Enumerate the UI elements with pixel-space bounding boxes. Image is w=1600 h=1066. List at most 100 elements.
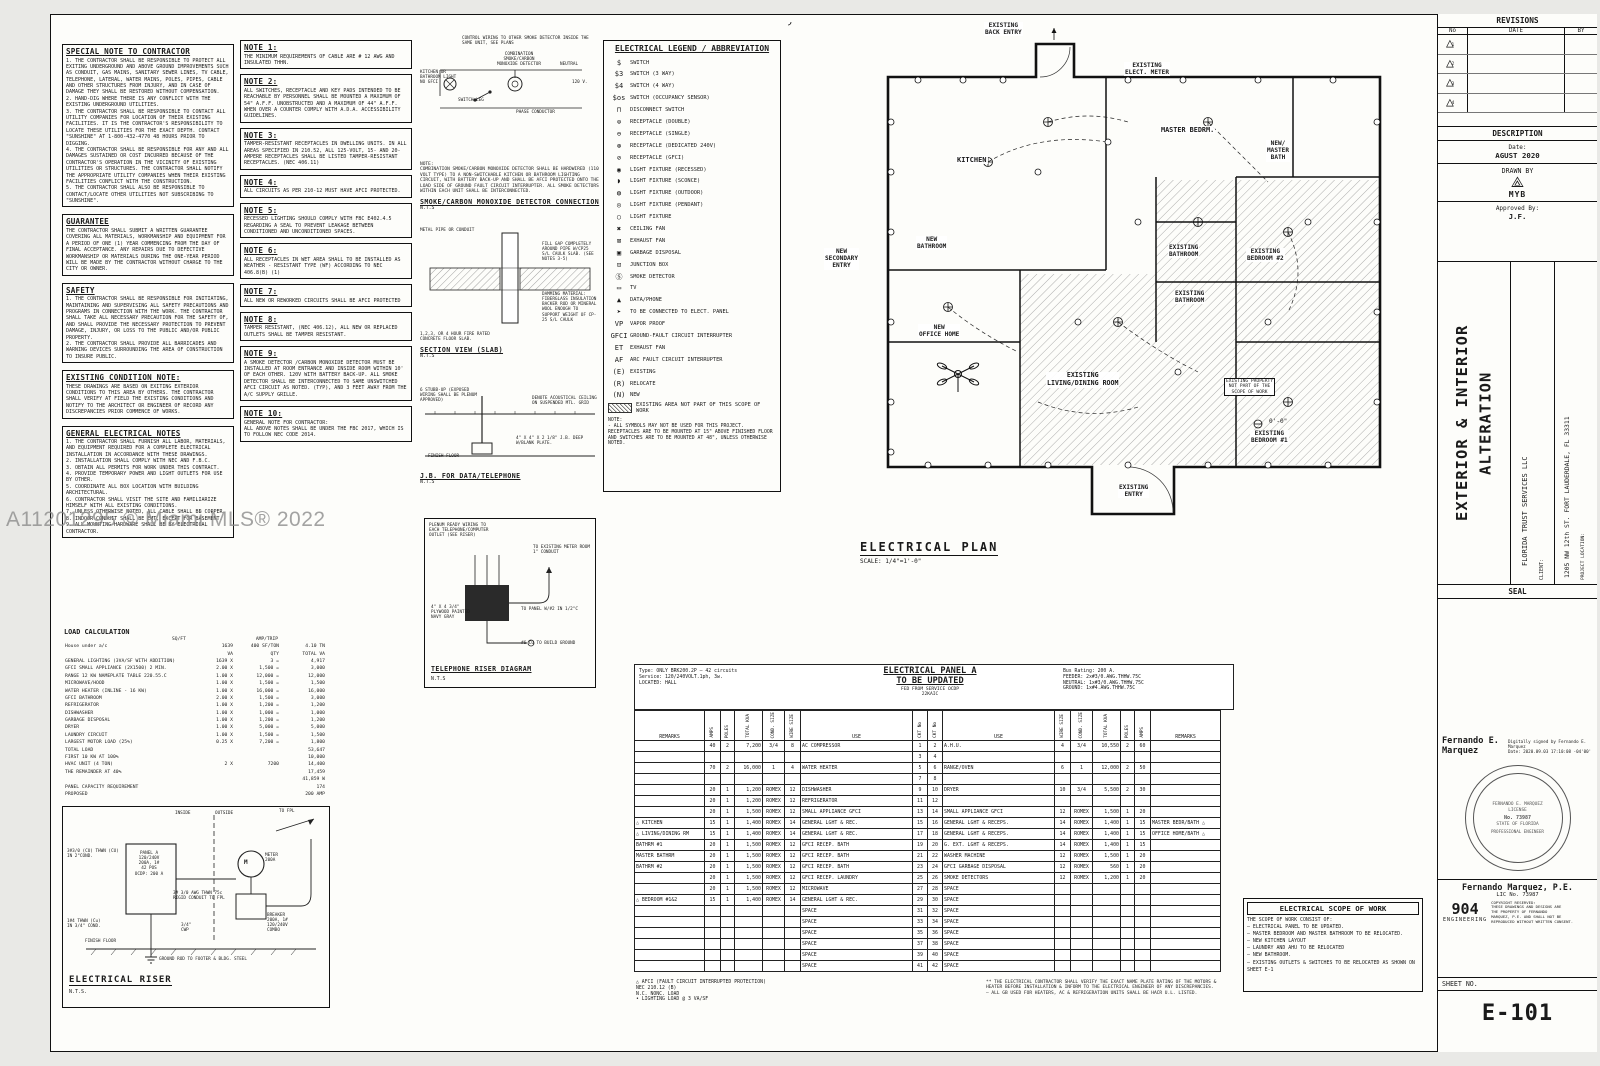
note-body: ALL SWITCHES, RECEPTACLE AND KEY PADS IN… (244, 87, 401, 120)
room-label-new-office-home: NEW OFFICE HOME (918, 324, 961, 339)
load-calc-row: GENERAL LIGHTING (3VA/SF WITH ADDITION) … (64, 658, 326, 665)
panel-cell (762, 938, 785, 950)
legend-hatch-item: EXISTING AREA NOT PART OF THIS SCOPE OF … (608, 401, 776, 415)
stamp-name: FERNANDO E. MARQUEZ (1492, 801, 1543, 807)
legend-item-label: LIGHT FIXTURE (SCONCE) (630, 178, 701, 185)
panel-cell (762, 927, 785, 939)
description-header: DESCRIPTION (1438, 127, 1597, 141)
lc-qty (196, 769, 234, 776)
panel-col: POLES (1120, 710, 1135, 741)
room-label-new-bathroom: NEW BATHROOM (916, 236, 948, 251)
pe-license: LIC No. 73987 (1496, 891, 1539, 898)
panel-cell: 28 (927, 883, 943, 895)
lc-qty: 1.00 X (216, 688, 233, 694)
panel-cell: ROMEX (762, 784, 785, 796)
scope-item: NEW KITCHEN LAYOUT (1247, 938, 1419, 945)
panel-cell: 1 (720, 817, 735, 829)
panel-cell: 1,500 (734, 850, 763, 862)
panel-cell: ROMEX (762, 839, 785, 851)
panel-cell: SPACE (800, 949, 913, 961)
firm-info: COPYRIGHT RESERVED: THESE DRAWINGS AND D… (1491, 899, 1574, 924)
lc-rate: 1,000 = (259, 710, 279, 716)
riser-label-meter: METER 200A (265, 853, 278, 864)
lc-label: THE REMAINDER AT 40% (65, 769, 122, 775)
note-body: 1. THE CONTRACTOR SHALL BE RESPONSIBLE F… (66, 296, 229, 360)
lc-qty: 2 X (224, 762, 233, 768)
legend-symbol-icon: GFCI (610, 332, 628, 341)
jb-label-box: 4" X 4" X 2 1/8" J.B. DEEP W/BLANK PLATE… (516, 436, 584, 447)
note-title: NOTE 3: (244, 130, 278, 140)
note-box: NOTE 5: RECESSED LIGHTING SHOULD COMPLY … (240, 202, 412, 239)
revision-by-cell (1565, 94, 1597, 113)
panel-cell: ROMEX (1070, 806, 1093, 818)
panel-cell: BATHRM #2 (634, 861, 705, 873)
panel-cell: 20 (1134, 806, 1151, 818)
panel-cell (1120, 894, 1135, 906)
electrical-riser: INSIDE OUTSIDE TO FPL PANEL A 120/240V 2… (62, 806, 330, 1008)
lc-total: 4.10 TN (305, 644, 325, 650)
smoke-label-120v: 120 V. (572, 80, 588, 85)
legend-item-label: DATA/PHONE (630, 297, 662, 304)
panel-cell (800, 773, 913, 785)
panel-cell (720, 773, 735, 785)
panel-type-info: Type: ONLY BRK200.2P — 42 circuits Servi… (639, 669, 738, 686)
lc-rate: 5,000 = (259, 725, 279, 731)
note-box: GENERAL ELECTRICAL NOTES 1. THE CONTRACT… (62, 425, 234, 538)
legend-symbol-icon: ET (614, 343, 624, 352)
description-block: DESCRIPTION Date: AGUST 2020 DRAWN BY ⟁ … (1437, 127, 1597, 262)
panel-cell: GFCI RECEP. BATH (800, 850, 913, 862)
sheet-no-value: E-101 (1481, 1001, 1554, 1026)
panel-cell (734, 916, 763, 928)
revisions-col-by: BY (1577, 28, 1585, 34)
panel-cell: 1 (762, 762, 785, 774)
approved-by-label: Approved By: (1495, 205, 1540, 212)
lc-rate: 7,200 = (259, 740, 279, 746)
note-title: EXISTING CONDITION NOTE: (66, 373, 181, 383)
panel-cell (1120, 883, 1135, 895)
legend-symbol-icon: ⊛ (616, 141, 622, 150)
revisions-rows: △ 1 △ 2 △ 3 (1438, 35, 1597, 114)
load-calc-row: GFCI SMALL APPLIANCE (2X1500) 2 MIN. 2.0… (64, 665, 326, 672)
panel-cell: 1 (1120, 861, 1135, 873)
room-label-existing-bedroom-1: EXISTING BEDROOM #1 (1250, 430, 1289, 445)
panel-cell: SMALL APPLIANCE GFCI (942, 806, 1055, 818)
legend-item-label: RECEPTACLE (DOUBLE) (630, 118, 691, 125)
panel-cell: 1,400 (1092, 828, 1121, 840)
legend-item-label: RECEPTACLE (DEDICATED 240V) (630, 142, 717, 149)
room-label-existing-bedroom-2: EXISTING BEDROOM #2 (1246, 248, 1285, 263)
legend-item: ⊛ RECEPTACLE (DEDICATED 240V) (608, 140, 776, 152)
legend-item: ○ LIGHT FIXTURE (608, 211, 776, 223)
note-title: GENERAL ELECTRICAL NOTES (66, 428, 181, 438)
lc-rate: 1,500 = (259, 681, 279, 687)
panel-cell: 1,500 (734, 861, 763, 873)
note-body: THESE DRAWINGS ARE BASED ON EXITING EXTE… (66, 383, 214, 416)
lc-total: 3,000 (310, 666, 325, 672)
panel-header-row: REMARKS AMPS POLES TOTAL KVA COND. SIZE … (634, 710, 1221, 741)
panel-cell: WASHER MACHINE (942, 850, 1055, 862)
panel-cell: 2 (927, 740, 943, 752)
panel-cell (1070, 916, 1093, 928)
room-label-elect-meter: EXISTING ELECT. METER (1124, 62, 1171, 77)
panel-cell: 36 (927, 927, 943, 939)
date-value: AGUST 2020 (1438, 151, 1597, 164)
panel-fed: FED FROM SERVICE OCDP (900, 686, 960, 692)
legend-item: ET EXHAUST FAN (608, 342, 776, 354)
slab-section-detail: METAL PIPE OR CONDUIT FILL GAP COMPLETEL… (420, 228, 600, 359)
panel-cell (634, 927, 705, 939)
legend-symbol-icon: $os (612, 94, 626, 103)
panel-cell: 1,200 (734, 795, 763, 807)
legend-item-label: LIGHT FIXTURE (PENDANT) (630, 202, 704, 209)
lc-total: 1,200 (310, 703, 325, 709)
legend-item: (N) NEW (608, 390, 776, 402)
panel-cell: 1 (720, 861, 735, 873)
jb-label-floor: FINISH FLOOR (428, 454, 460, 459)
firm-name: ENGINEERING (1443, 916, 1488, 923)
panel-cell (1120, 795, 1135, 807)
panel-cell (704, 938, 721, 950)
panel-cell: 14 (927, 806, 943, 818)
panel-cell: 12 (784, 784, 801, 796)
telriser-label-panel: TO PANEL W/#2 IN 1/2"C (521, 607, 578, 612)
panel-cell (634, 795, 705, 807)
panel-cell: 14 (784, 894, 801, 906)
panel-cell: 5,500 (1092, 784, 1121, 796)
